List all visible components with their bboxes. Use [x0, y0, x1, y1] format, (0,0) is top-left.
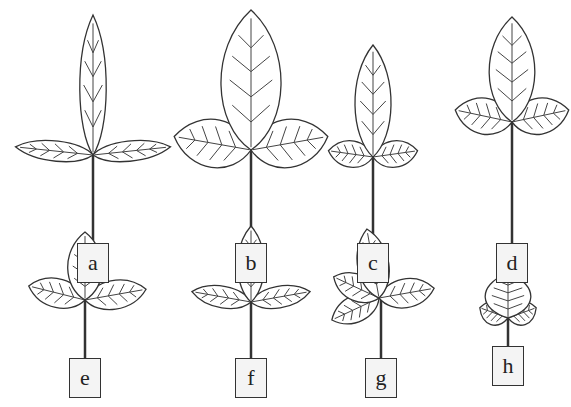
figure-letter: d — [507, 252, 518, 274]
figure-letter: a — [88, 252, 98, 274]
figure-letter: g — [376, 367, 387, 389]
label-box: g — [365, 358, 397, 398]
label-box: e — [69, 358, 101, 398]
figure-letter: b — [246, 252, 257, 274]
label-box: d — [496, 243, 528, 283]
figure-letter: e — [80, 367, 90, 389]
label-box: c — [357, 243, 389, 283]
label-box: b — [235, 243, 267, 283]
label-box: a — [77, 243, 109, 283]
label-box: f — [235, 358, 267, 398]
label-box: h — [492, 346, 524, 386]
figure-letter: f — [247, 367, 254, 389]
figure-letter: c — [368, 252, 378, 274]
figure-letter: h — [503, 355, 514, 377]
